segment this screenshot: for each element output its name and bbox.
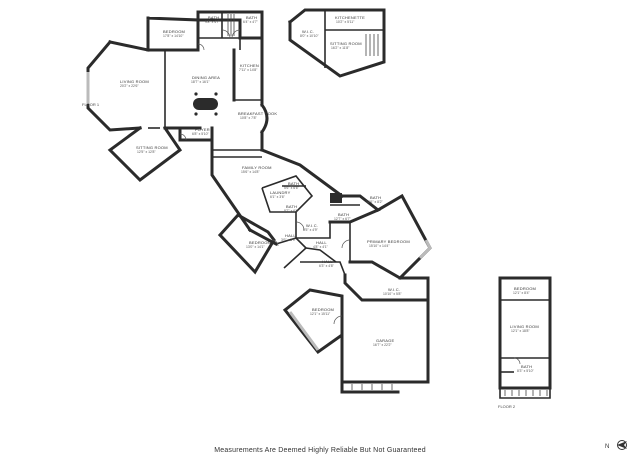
room-f2-bedroom-dims: 12'1" x 8'4": [513, 291, 531, 295]
room-f2-living-room-dims: 12'1" x 18'8": [511, 329, 530, 333]
upper-inset-walls: [287, 8, 386, 78]
room-family-room-dims: 15'6" x 14'8": [241, 170, 260, 174]
room-wic-2: W.I.C.: [388, 287, 400, 292]
room-dining-area-dims: 18'7" x 16'1": [191, 80, 210, 84]
room-bedroom-left: BEDROOM: [249, 240, 271, 245]
room-bedroom-top-dims: 17'8" x 14'10": [163, 34, 184, 38]
room-bedroom-bottom-dims: 12'1" x 15'11": [310, 312, 331, 316]
room-wic-1: W.I.C.: [306, 223, 318, 228]
room-kitchenette-dims: 10'2" x 5'11": [336, 20, 355, 24]
room-hall-3: HALL: [322, 259, 333, 264]
room-bedroom-left-dims: 13'0" x 14'1": [246, 245, 265, 249]
room-laundry: LAUNDRY: [270, 190, 291, 195]
room-wic-3-dims: 8'0" x 10'10": [300, 34, 319, 38]
room-bath-6: BATH: [338, 212, 349, 217]
floor-1-walls: [86, 10, 432, 394]
room-hall-3-dims: 6'3" x 4'8": [319, 264, 335, 268]
room-kitchen-dims: 7'11" x 14'8": [239, 68, 258, 72]
room-hall-1-dims: 3'6" x 3'9": [281, 238, 297, 242]
room-bedroom-bottom: BEDROOM: [312, 307, 334, 312]
room-foyer-dims: 6'8" x 5'10": [192, 132, 210, 136]
room-sitting-room-dims: 12'5" x 12'8": [137, 150, 156, 154]
room-hall-1: HALL: [285, 233, 296, 238]
room-dining-area: DINING AREA: [192, 75, 220, 80]
room-f2-bath: BATH: [521, 364, 532, 369]
room-living-room: LIVING ROOM: [120, 79, 149, 84]
room-bath-4-dims: 8'7" x 6'6": [284, 209, 300, 213]
room-breakfast-nook: BREAKFAST NOOK: [238, 111, 277, 116]
room-bath-4: BATH: [286, 204, 297, 209]
room-hall-2-dims: 4'8" x 4'1": [313, 245, 329, 249]
north-arrow-icon: N: [605, 440, 627, 450]
room-bath-6-dims: 12'7" x 6'7": [334, 217, 352, 221]
room-laundry-dims: 6'1" x 3'6": [270, 195, 286, 199]
room-labels: BEDROOM 17'8" x 14'10" BATH 9'8" x 4'7" …: [82, 15, 539, 409]
room-bath-1: BATH: [208, 15, 219, 20]
floor-2-walls: [498, 276, 552, 399]
room-breakfast-nook-dims: 10'8" x 7'8": [240, 116, 258, 120]
svg-text:N: N: [605, 444, 609, 450]
floor-1-label: FLOOR 1: [82, 102, 100, 107]
room-bath-5: BATH: [370, 195, 381, 200]
room-bath-3: BATH: [288, 181, 299, 186]
room-f2-bath-dims: 8'3" x 5'10": [517, 369, 535, 373]
room-living-room-dims: 20'2" x 22'6": [120, 84, 139, 88]
room-upper-sitting-room-dims: 16'2" x 11'8": [331, 46, 350, 50]
floor-2-label: FLOOR 2: [498, 404, 516, 409]
room-garage: GARAGE: [376, 338, 394, 343]
room-sitting-room: SITTING ROOM: [136, 145, 168, 150]
room-f2-bedroom: BEDROOM: [514, 286, 536, 291]
room-primary-bedroom: PRIMARY BEDROOM: [367, 239, 410, 244]
room-bath-2: BATH: [246, 15, 257, 20]
room-bath-3-dims: 5'6" x 6'6": [284, 186, 300, 190]
room-primary-bedroom-dims: 15'10" x 14'4": [369, 244, 390, 248]
room-wic-3: W.I.C.: [302, 29, 314, 34]
measurement-disclaimer: Measurements Are Deemed Highly Reliable …: [214, 447, 426, 454]
room-upper-sitting-room: SITTING ROOM: [330, 41, 362, 46]
stairs: [227, 14, 235, 36]
room-bedroom-top: BEDROOM: [163, 29, 185, 34]
room-family-room: FAMILY ROOM: [242, 165, 272, 170]
room-bath-2-dims: 6'4" x 4'7": [243, 20, 259, 24]
room-wic-2-dims: 10'10" x 5'8": [383, 292, 402, 296]
room-garage-dims: 16'7" x 22'2": [373, 343, 392, 347]
room-foyer: FOYER: [195, 127, 210, 132]
room-bath-1-dims: 9'8" x 4'7": [205, 20, 221, 24]
room-f2-living-room: LIVING ROOM: [510, 324, 539, 329]
room-kitchen: KITCHEN: [240, 63, 259, 68]
room-hall-2: HALL: [316, 240, 327, 245]
room-bath-5-dims: 12'6" x 8'2": [366, 200, 384, 204]
room-kitchenette: KITCHENETTE: [335, 15, 365, 20]
room-wic-1-dims: 8'5" x 4'9": [303, 228, 319, 232]
